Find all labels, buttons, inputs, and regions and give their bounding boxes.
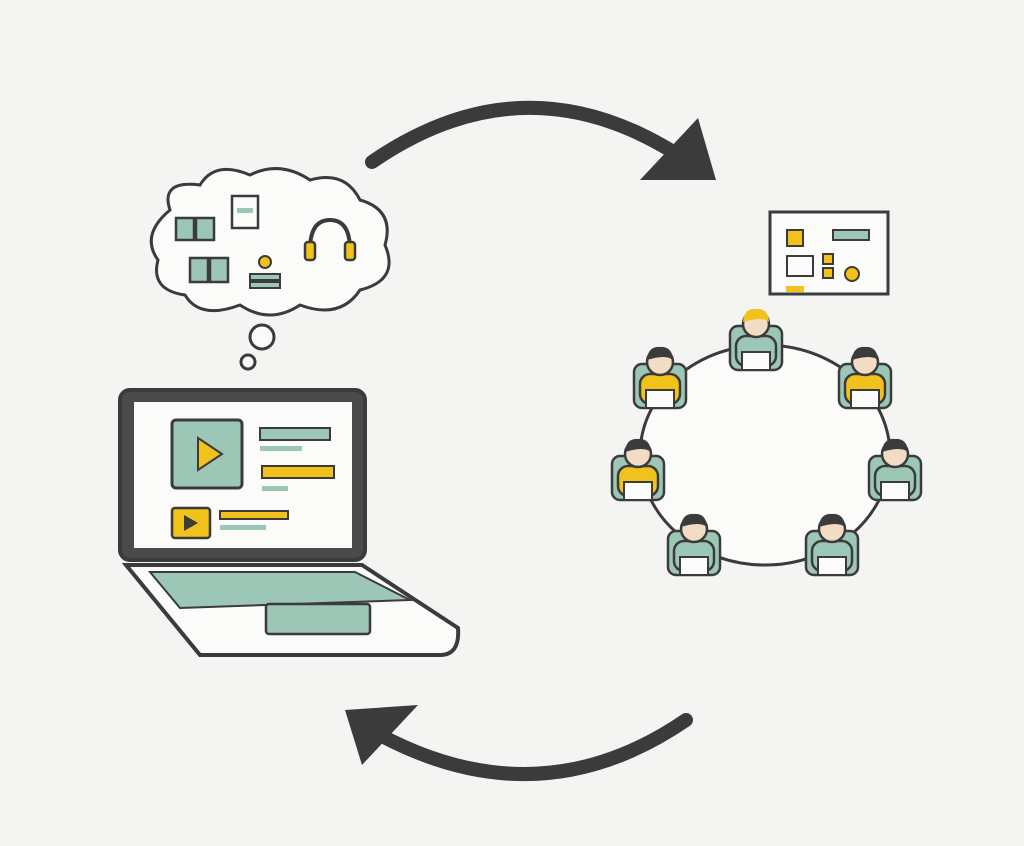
lightbulb-books-icon [249,255,281,289]
cycle-arrow-bottom [345,705,693,782]
book [679,556,709,576]
book [817,556,847,576]
laptop [118,388,461,657]
open-book-icon [174,216,216,242]
book [880,481,910,501]
book [850,389,880,409]
student [728,308,784,372]
open-book-icon [188,256,230,284]
student [632,346,688,410]
classroom-discussion-group [610,308,923,577]
book [645,389,675,409]
student [610,438,666,502]
cycle-arrow-top [365,100,716,180]
book [741,351,771,371]
book [623,481,653,501]
student [867,438,923,502]
student [837,346,893,410]
thought-cloud [149,167,391,371]
student [666,513,722,577]
video-player-small [170,506,212,540]
student [804,513,860,577]
document-icon [230,194,260,230]
video-player-large [170,418,244,490]
headphones-icon [303,217,357,262]
presentation-board [768,210,890,296]
